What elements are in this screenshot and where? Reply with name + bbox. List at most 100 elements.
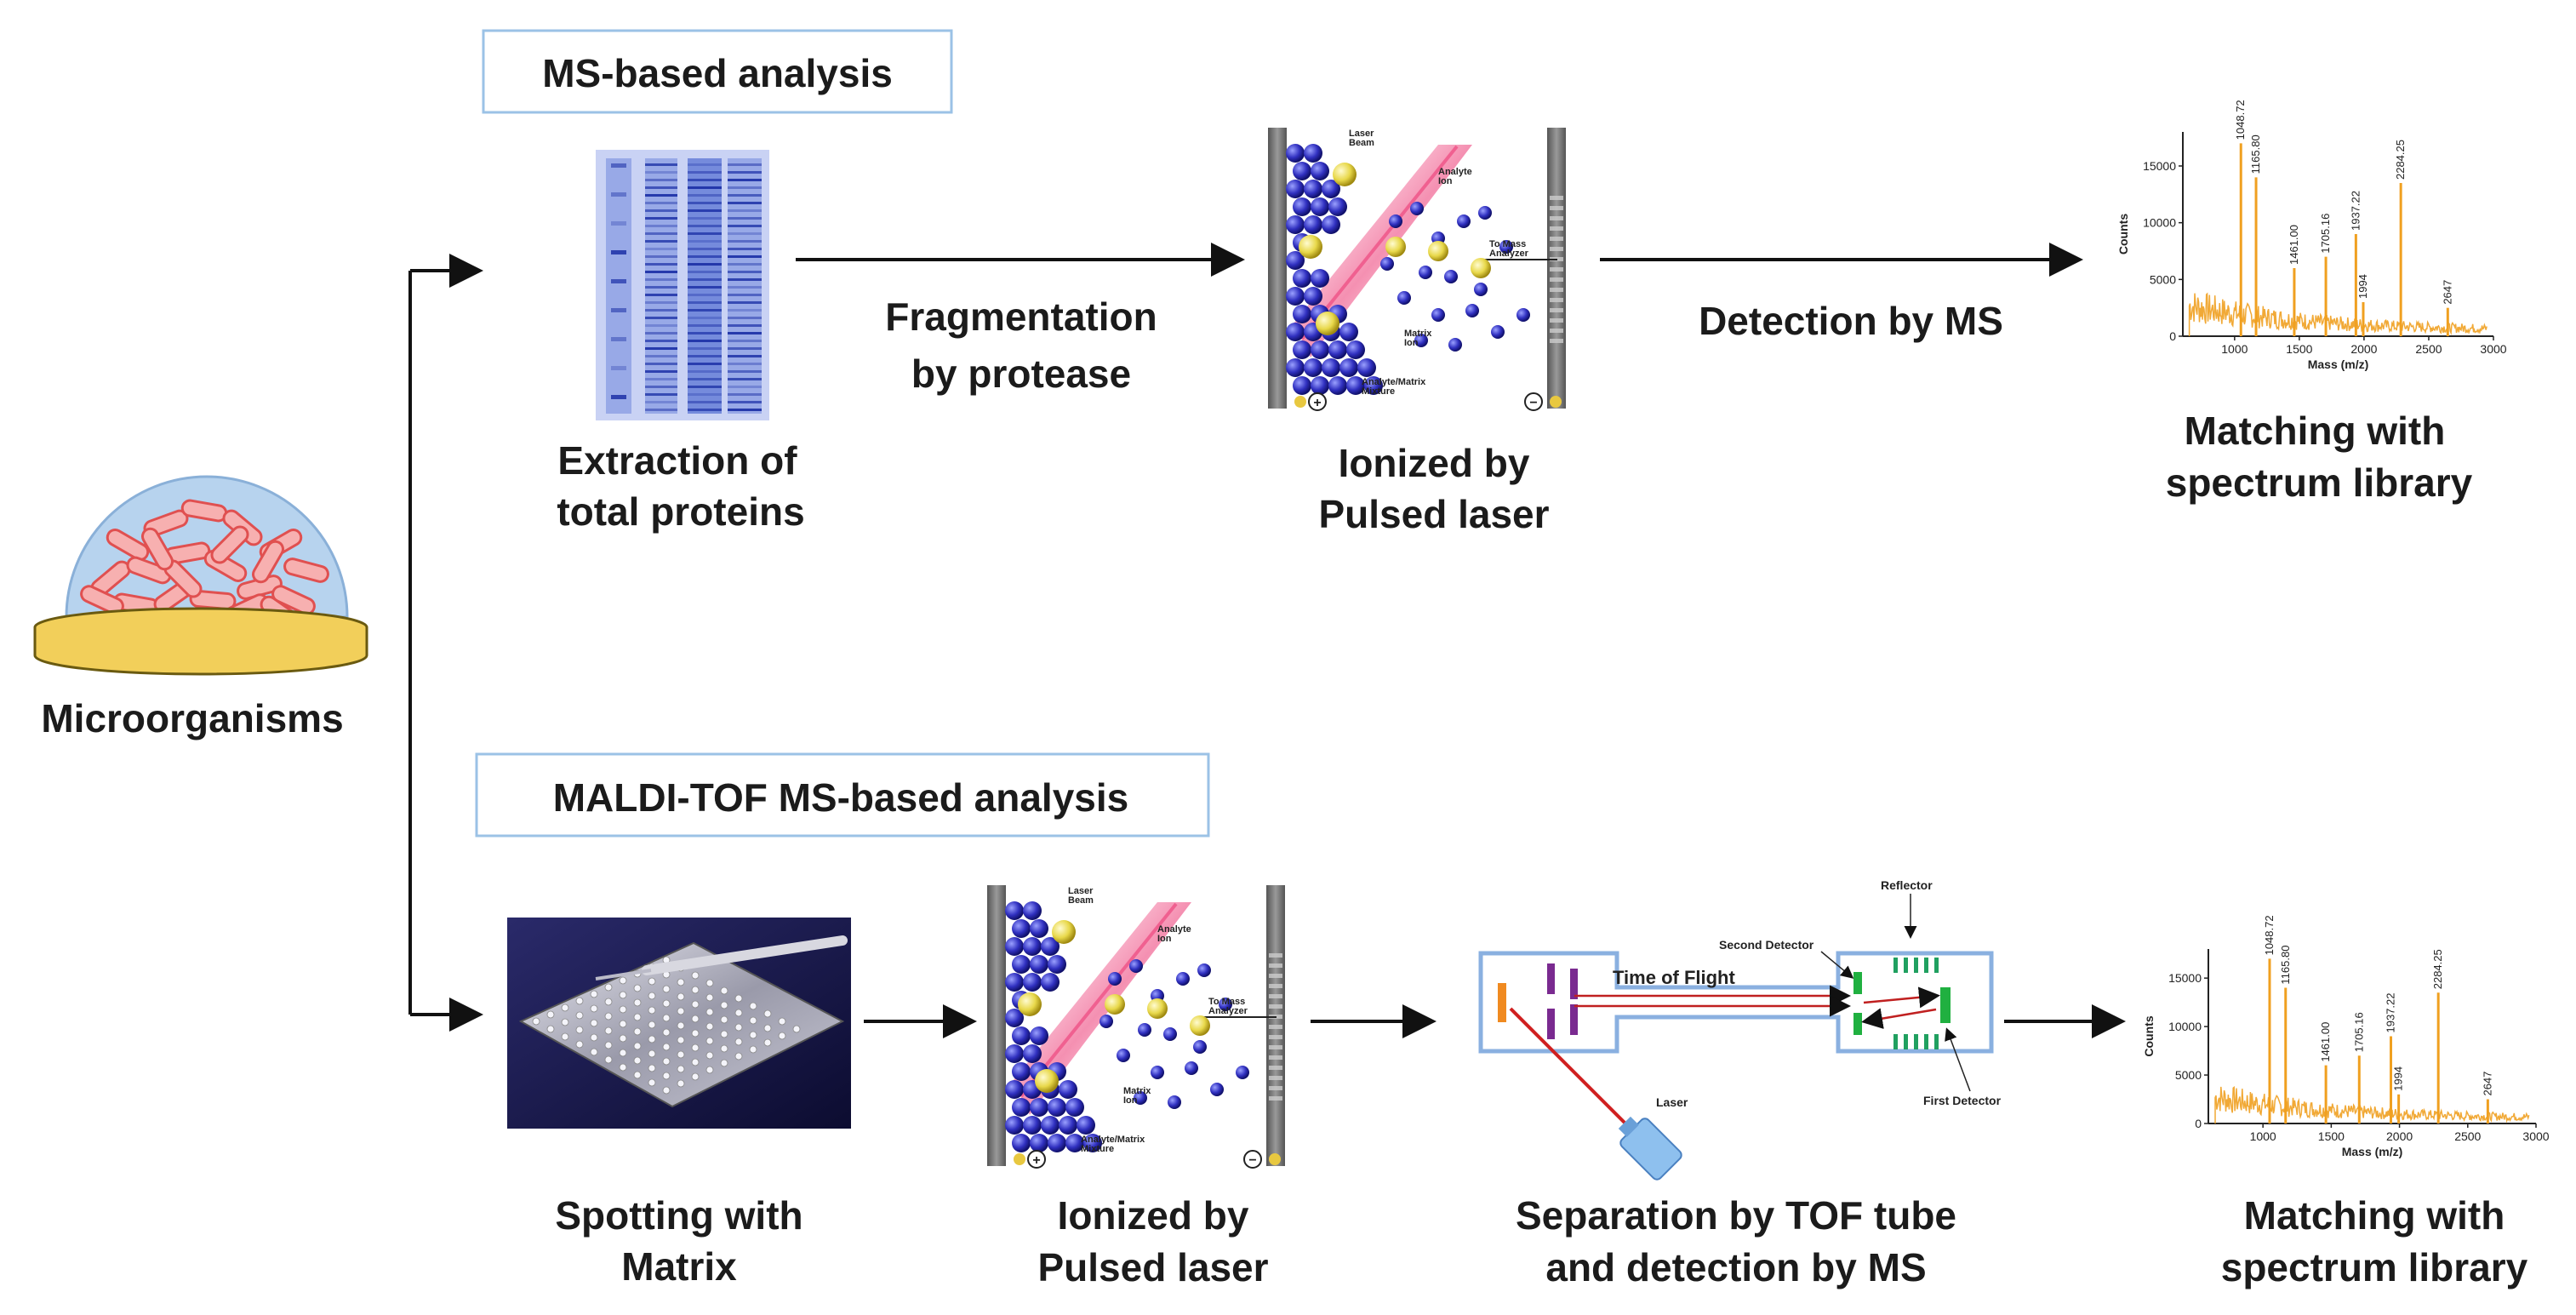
matrix-sphere-icon — [1023, 901, 1042, 920]
separation-label-line1: Separation by TOF tube — [1516, 1193, 1956, 1238]
matrix-sphere-icon — [1304, 180, 1322, 198]
y-tick-label: 5000 — [2175, 1068, 2202, 1082]
branch-connector — [408, 254, 483, 1032]
matrix-sphere-icon — [1286, 323, 1305, 341]
extraction-label-line1: Extraction of — [557, 438, 797, 483]
ionization-panel-label: Mixture — [1362, 386, 1395, 397]
matrix-ion-icon — [1236, 1066, 1249, 1079]
matrix-sphere-icon — [1012, 1098, 1031, 1117]
x-tick-label: 2000 — [2386, 1129, 2413, 1143]
matrix-ion-icon — [1380, 257, 1394, 271]
matrix-ion-icon — [1419, 266, 1432, 279]
matrix-sphere-icon — [1023, 937, 1042, 956]
matrix-sphere-icon — [1293, 340, 1311, 359]
reflector-icon — [1893, 958, 1939, 1049]
matrix-sphere-icon — [1357, 358, 1376, 377]
maldi-title: MALDI-TOF MS-based analysis — [553, 775, 1129, 820]
ionized-label-bottom-line1: Ionized by — [1058, 1193, 1249, 1238]
x-tick-label: 1000 — [2250, 1129, 2276, 1143]
peak-label: 1994 — [2392, 1066, 2405, 1091]
ionization-panel-label: Ion — [1157, 934, 1172, 944]
y-tick-label: 5000 — [2150, 272, 2176, 286]
x-axis-label: Mass (m/z) — [2308, 357, 2369, 371]
ionized-label-bottom-line2: Pulsed laser — [1037, 1245, 1268, 1289]
peak-label: 1165.80 — [2249, 134, 2262, 174]
positive-terminal-icon — [1027, 1150, 1046, 1169]
laser-beam-line — [1509, 1007, 1636, 1134]
ionization-panel-label: Matrix — [1404, 329, 1432, 339]
extraction-label-line2: total proteins — [557, 489, 804, 534]
matrix-ion-icon — [1448, 338, 1462, 352]
matrix-ion-icon — [1410, 202, 1424, 215]
analyte-ion-icon — [1105, 994, 1125, 1015]
analyte-sphere-icon — [1018, 992, 1042, 1016]
analyte-ion-icon — [1147, 998, 1168, 1019]
ionization-panel-label: Mixture — [1081, 1144, 1114, 1154]
x-tick-label: 2500 — [2454, 1129, 2481, 1143]
matrix-sphere-icon — [1030, 1098, 1048, 1117]
matrix-sphere-icon — [1048, 1098, 1066, 1117]
matrix-ion-icon — [1138, 1023, 1151, 1037]
matrix-ion-icon — [1210, 1083, 1224, 1096]
matrix-sphere-icon — [1311, 197, 1329, 216]
ionization-panel-label: Laser — [1068, 886, 1094, 896]
matrix-ion-icon — [1134, 1091, 1147, 1105]
ionization-panel-label: Analyte — [1438, 167, 1472, 177]
analyte-sphere-icon — [1052, 920, 1076, 944]
matrix-sphere-icon — [1346, 340, 1365, 359]
matrix-sphere-icon — [1364, 376, 1383, 395]
matrix-sphere-icon — [1286, 180, 1305, 198]
x-tick-label: 1500 — [2318, 1129, 2345, 1143]
x-tick-label: 3000 — [2480, 342, 2506, 356]
peak-label: 2284.25 — [2394, 140, 2407, 180]
matrix-ion-icon — [1478, 206, 1492, 220]
matrix-sphere-icon — [1065, 1098, 1084, 1117]
peak-label: 1937.22 — [2349, 191, 2362, 231]
matrix-ion-icon — [1431, 308, 1445, 322]
matching-label-bottom-line2: spectrum library — [2221, 1245, 2528, 1289]
matrix-ion-icon — [1117, 1049, 1130, 1062]
matrix-sphere-icon — [1293, 269, 1311, 288]
matrix-sphere-icon — [1293, 376, 1311, 395]
ionization-panel-label: Analyte — [1157, 924, 1191, 935]
matrix-sphere-icon — [1005, 1044, 1024, 1063]
matrix-ion-icon — [1185, 1061, 1198, 1075]
peak-label: 2284.25 — [2431, 949, 2444, 989]
analyte-sphere-icon — [1316, 312, 1339, 335]
matrix-sphere-icon — [1059, 1080, 1077, 1099]
y-axis-label: Counts — [2116, 214, 2130, 254]
matrix-ion-icon — [1465, 304, 1479, 317]
bacterium-icon — [141, 527, 174, 571]
matrix-ion-icon — [1414, 334, 1428, 347]
second-detector-label: Second Detector — [1719, 938, 1814, 952]
matrix-sphere-icon — [1311, 376, 1329, 395]
x-tick-label: 1500 — [2286, 342, 2312, 356]
matrix-ion-icon — [1163, 1027, 1177, 1041]
first-detector-icon — [1940, 987, 1951, 1023]
matrix-ion-icon — [1499, 240, 1513, 254]
matrix-ion-icon — [1151, 1066, 1164, 1079]
y-axis-label: Counts — [2142, 1015, 2156, 1056]
analyte-ion-icon — [1190, 1015, 1210, 1036]
matrix-sphere-icon — [1048, 1134, 1066, 1152]
fragmentation-label-line2: by protease — [911, 352, 1131, 396]
matrix-sphere-icon — [1311, 269, 1329, 288]
analyte-ion-icon — [1385, 237, 1406, 257]
peak-label: 1048.72 — [2263, 915, 2276, 955]
matrix-ion-icon — [1168, 1095, 1181, 1109]
matching-label-top-line2: spectrum library — [2166, 460, 2473, 505]
matrix-sphere-icon — [1012, 1026, 1031, 1045]
matrix-sphere-icon — [1048, 955, 1066, 974]
ionization-panel-label: Beam — [1068, 895, 1094, 906]
matrix-ion-icon — [1129, 959, 1143, 973]
y-tick-label: 10000 — [2168, 1020, 2202, 1033]
ionization-panel-label: Matrix — [1123, 1086, 1151, 1096]
matrix-ion-icon — [1389, 214, 1402, 228]
peak-label: 1705.16 — [2319, 214, 2332, 254]
positive-terminal-label: + — [1313, 396, 1321, 410]
matrix-sphere-icon — [1041, 1116, 1060, 1135]
analyte-sphere-icon — [1299, 235, 1322, 259]
matrix-sphere-icon — [1328, 340, 1347, 359]
matrix-sphere-icon — [1293, 197, 1311, 216]
